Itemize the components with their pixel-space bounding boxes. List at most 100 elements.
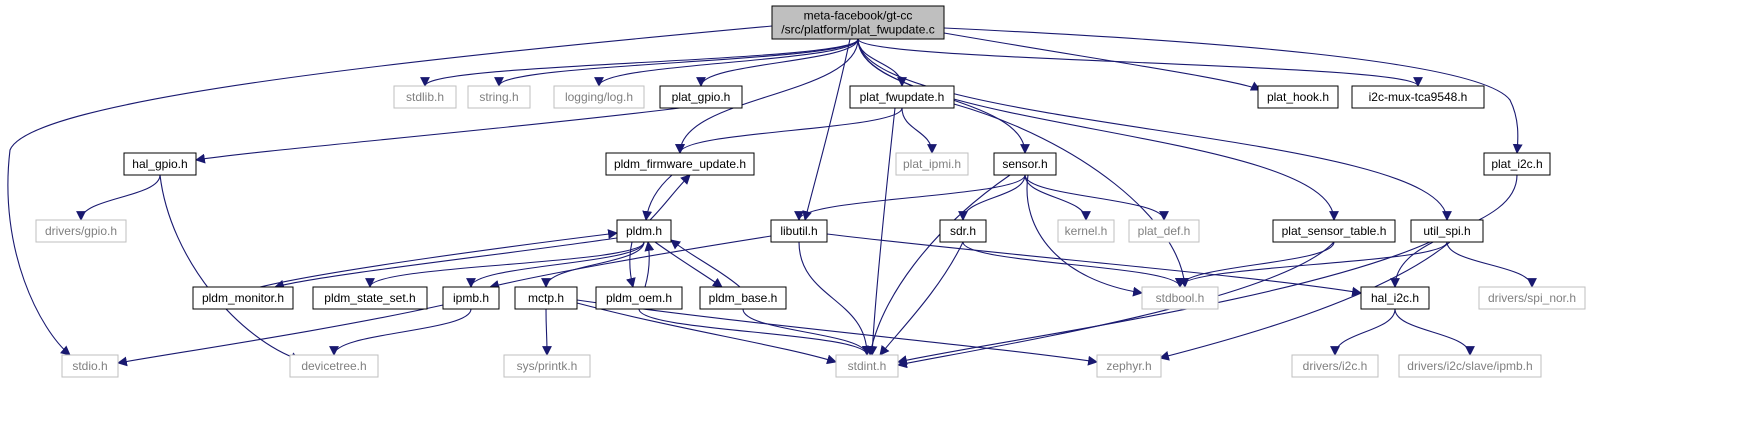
node-plat_sensor_table[interactable]: plat_sensor_table.h (1272, 219, 1396, 243)
node-box (770, 219, 828, 243)
node-box (616, 219, 672, 243)
node-box (1272, 219, 1396, 243)
node-label: drivers/spi_nor.h (1488, 291, 1576, 305)
node-stdbool: stdbool.h (1141, 286, 1219, 310)
edge-sdr-to-stdint (879, 241, 964, 356)
edge-libutil-to-hal_i2c (826, 233, 1362, 297)
edge-pldm_monitor-to-pldm (259, 229, 618, 288)
node-mctp[interactable]: mctp.h (514, 286, 578, 310)
node-drv_i2c_ipmb: drivers/i2c/slave/ipmb.h (1398, 354, 1542, 378)
node-pldm[interactable]: pldm.h (616, 219, 672, 243)
node-libutil[interactable]: libutil.h (770, 219, 828, 243)
node-box (514, 286, 578, 310)
node-box (503, 354, 591, 378)
node-plat_hook[interactable]: plat_hook.h (1257, 85, 1339, 109)
node-i2cmux[interactable]: i2c-mux-tca9548.h (1351, 85, 1485, 109)
node-string: string.h (467, 85, 531, 109)
node-layer: meta-facebook/gt-cc/src/platform/plat_fw… (35, 5, 1586, 378)
edge-pldm_base-to-stdint (742, 308, 872, 356)
node-pldm_fw[interactable]: pldm_firmware_update.h (605, 152, 755, 176)
node-box (1360, 286, 1430, 310)
node-box (1096, 354, 1162, 378)
node-label: libutil.h (780, 224, 817, 238)
edge-n0-to-util_spi (857, 38, 1452, 221)
node-box (605, 152, 755, 176)
node-sys_printk: sys/printk.h (503, 354, 591, 378)
node-label: pldm.h (626, 224, 662, 238)
node-label: sys/printk.h (517, 359, 578, 373)
node-hal_i2c[interactable]: hal_i2c.h (1360, 286, 1430, 310)
node-pldm_oem[interactable]: pldm_oem.h (595, 286, 683, 310)
node-ipmb[interactable]: ipmb.h (442, 286, 500, 310)
edge-pldm-to-pldm_monitor (274, 237, 618, 290)
node-pldm_base[interactable]: pldm_base.h (699, 286, 787, 310)
node-label: plat_fwupdate.h (860, 90, 945, 104)
node-box (61, 354, 119, 378)
node-box (595, 286, 683, 310)
node-label: plat_sensor_table.h (1282, 224, 1387, 238)
edge-pldm-to-ipmb (466, 241, 645, 288)
node-box (849, 85, 955, 109)
node-box (123, 152, 197, 176)
edge-sensor-to-stdint (866, 174, 1011, 356)
node-box (1257, 85, 1339, 109)
node-label: plat_def.h (1138, 224, 1191, 238)
node-hal_gpio[interactable]: hal_gpio.h (123, 152, 197, 176)
edge-n0-to-logging (594, 38, 859, 87)
node-pldm_state_set[interactable]: pldm_state_set.h (312, 286, 428, 310)
node-sensor[interactable]: sensor.h (993, 152, 1057, 176)
node-label: stdbool.h (1156, 291, 1205, 305)
node-drv_i2c: drivers/i2c.h (1291, 354, 1379, 378)
node-label: stdio.h (72, 359, 107, 373)
node-label: pldm_oem.h (606, 291, 672, 305)
node-util_spi[interactable]: util_spi.h (1410, 219, 1484, 243)
node-label: kernel.h (1065, 224, 1108, 238)
node-box (659, 85, 743, 109)
node-box (289, 354, 379, 378)
node-plat_i2c[interactable]: plat_i2c.h (1483, 152, 1551, 176)
node-logging: logging/log.h (553, 85, 645, 109)
edge-n0-to-libutil (802, 38, 851, 221)
node-plat_gpio[interactable]: plat_gpio.h (659, 85, 743, 109)
edge-pldm_oem-to-stdint (638, 308, 872, 356)
node-label: stdint.h (848, 359, 887, 373)
node-label: plat_hook.h (1267, 90, 1329, 104)
edge-n0-to-plat_sensor_table (857, 38, 1339, 221)
node-n0[interactable]: meta-facebook/gt-cc/src/platform/plat_fw… (771, 5, 945, 40)
edge-n0-to-pldm_fw (675, 38, 859, 154)
node-plat_fwupdate[interactable]: plat_fwupdate.h (849, 85, 955, 109)
edge-sensor-to-kernel (1024, 174, 1091, 221)
node-sdr[interactable]: sdr.h (939, 219, 987, 243)
node-box (553, 85, 645, 109)
edge-ipmb-to-devicetree (329, 308, 472, 356)
edge-mctp-to-stdint (576, 302, 837, 365)
node-pldm_monitor[interactable]: pldm_monitor.h (192, 286, 294, 310)
edge-util_spi-to-zephyr (1159, 241, 1451, 361)
node-drv_gpio: drivers/gpio.h (35, 219, 127, 243)
node-box (442, 286, 500, 310)
node-label: plat_ipmi.h (903, 157, 961, 171)
edge-plat_sensor_table-to-stdbool (1175, 241, 1335, 288)
edge-n0-to-plat_gpio (696, 38, 859, 87)
node-stdio: stdio.h (61, 354, 119, 378)
node-box (1141, 286, 1219, 310)
edge-plat_fwupdate-to-pldm_fw (675, 107, 903, 154)
node-label: plat_i2c.h (1491, 157, 1542, 171)
edge-sensor-to-stdbool (1026, 174, 1143, 297)
node-label: pldm_monitor.h (202, 291, 284, 305)
node-box (771, 5, 945, 40)
edge-libutil-to-stdint (798, 241, 872, 356)
node-stdlib: stdlib.h (393, 85, 457, 109)
node-label: pldm_base.h (709, 291, 778, 305)
node-box (1291, 354, 1379, 378)
node-plat_def: plat_def.h (1128, 219, 1200, 243)
edge-pldm-to-pldm_oem (626, 241, 636, 288)
node-label: drivers/i2c.h (1303, 359, 1368, 373)
node-box (993, 152, 1057, 176)
node-drv_spi_nor: drivers/spi_nor.h (1478, 286, 1586, 310)
edge-plat_gpio-to-hal_gpio (195, 107, 681, 164)
edge-sensor-to-sdr (958, 174, 1026, 221)
node-stdint: stdint.h (835, 354, 899, 378)
node-label: logging/log.h (565, 90, 633, 104)
edge-util_spi-to-stdbool (1175, 241, 1448, 288)
